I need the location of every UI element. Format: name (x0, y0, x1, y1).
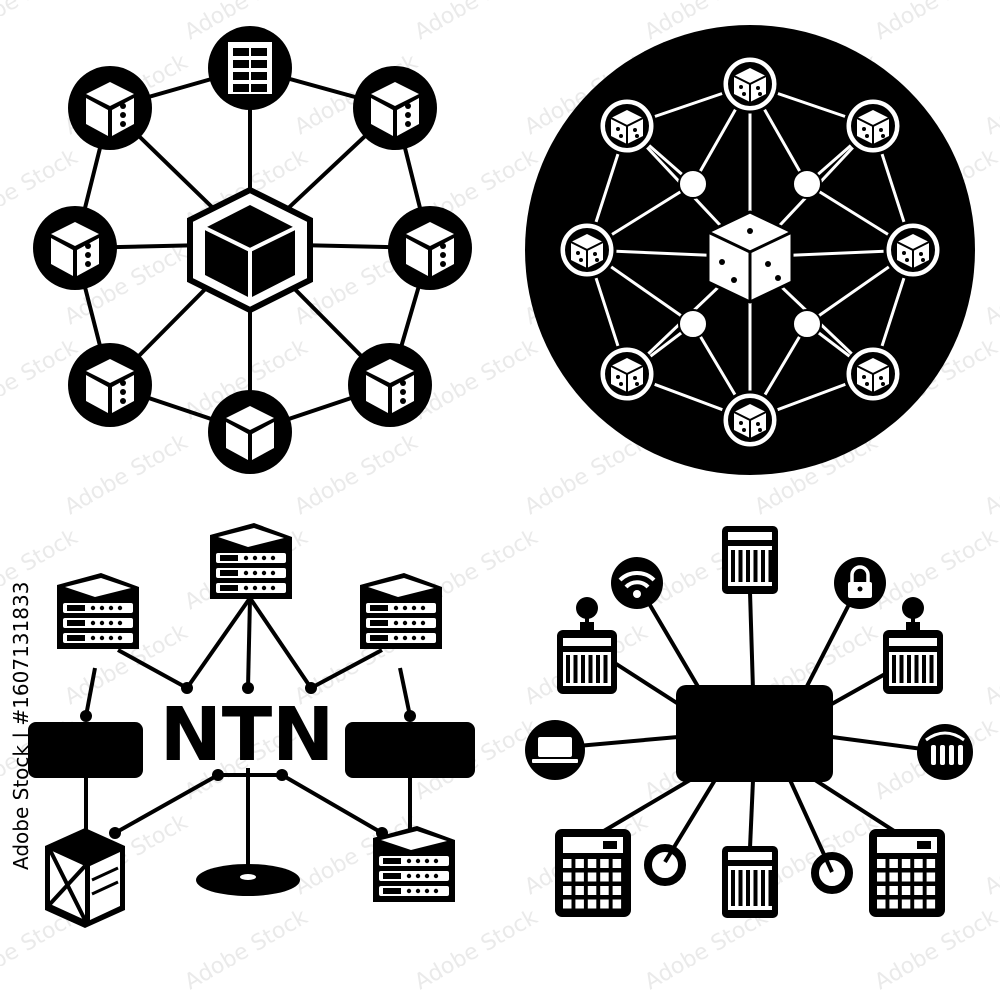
laptop-icon (525, 720, 585, 780)
server-stack-icon (373, 826, 455, 902)
watermark-text: Adobe Stock (871, 905, 1000, 996)
crate-icon (45, 828, 125, 928)
calculator-icon (555, 829, 631, 917)
right-black-bar-icon (345, 722, 475, 778)
cube-network-panel (33, 26, 472, 474)
network-junction-icon (678, 309, 708, 339)
cube-server-icon (388, 206, 472, 290)
server-stack-icons (57, 523, 455, 902)
cube-server-icon (348, 343, 432, 427)
test-tube-rack-icon (917, 724, 973, 780)
cube-server-icon (68, 343, 152, 427)
watermark-text: Adobe Stock (981, 430, 1000, 521)
watermark-text: Adobe Stock (61, 430, 193, 521)
dice-node-icon (843, 96, 903, 156)
dice-hub-icon (706, 210, 794, 304)
joystick-device-icon (557, 597, 617, 694)
network-junction-icon (678, 169, 708, 199)
joystick-device-icon (883, 597, 943, 694)
left-black-bar-icon (28, 722, 143, 778)
antenna-dish-icon (196, 864, 300, 896)
cube-server-icon (33, 206, 117, 290)
dice-node-icons (557, 54, 943, 450)
server-stack-icon (360, 573, 442, 649)
watermark-text: Adobe Stock (981, 50, 1000, 141)
dice-node-icon (557, 220, 617, 280)
connected-device-icons (555, 526, 945, 918)
network-junction-dots (80, 682, 416, 839)
ring-icon (644, 844, 853, 894)
watermark-text: Adobe Stock (291, 430, 423, 521)
server-rack-icon (208, 26, 292, 110)
network-junction-icons (678, 169, 822, 339)
watermark-text: Adobe Stock (981, 240, 1000, 331)
cube-server-nodes (33, 26, 472, 474)
watermark-text: Adobe Stock (521, 430, 653, 521)
watermark-text: Adobe Stock (871, 0, 1000, 45)
watermark-text: Adobe Stock (981, 810, 1000, 901)
network-junction-icon (792, 169, 822, 199)
server-stack-icon (57, 573, 139, 649)
server-stack-icon (210, 523, 292, 599)
dice-node-icon (883, 220, 943, 280)
cube-server-icon (208, 390, 292, 474)
calculator-icon (869, 829, 945, 917)
dice-node-icon (597, 344, 657, 404)
dice-node-icon (843, 344, 903, 404)
dice-node-icon (720, 54, 780, 114)
watermark-text: Adobe Stock (411, 905, 543, 996)
data-server-icon (722, 526, 778, 594)
watermark-text: Adobe Stock (981, 620, 1000, 711)
padlock-icon (834, 557, 886, 609)
dice-network-panel (525, 25, 975, 475)
ntn-network-links (84, 596, 412, 872)
watermark-text: Adobe Stock (181, 905, 313, 996)
stock-id-label: Adobe Stock | #1607131833 (9, 582, 33, 870)
network-junction-icon (792, 309, 822, 339)
hexagon-hub-icon (187, 186, 313, 314)
dice-node-icon (720, 390, 780, 450)
ntn-label: NTN (160, 692, 334, 778)
watermark-text: Adobe Stock (411, 0, 543, 45)
ntn-network-panel: NTN (28, 523, 475, 928)
watermark-text: Adobe Stock (641, 905, 773, 996)
central-hub-icon (676, 685, 833, 782)
watermark-text: Adobe Stock (0, 0, 82, 45)
device-hub-panel (525, 526, 973, 918)
data-server-icon (722, 846, 778, 918)
cube-server-icon (353, 66, 437, 150)
wifi-icon (611, 557, 663, 609)
cube-server-icon (68, 66, 152, 150)
watermark-text: Adobe Stock (871, 525, 1000, 616)
dice-node-icon (597, 96, 657, 156)
